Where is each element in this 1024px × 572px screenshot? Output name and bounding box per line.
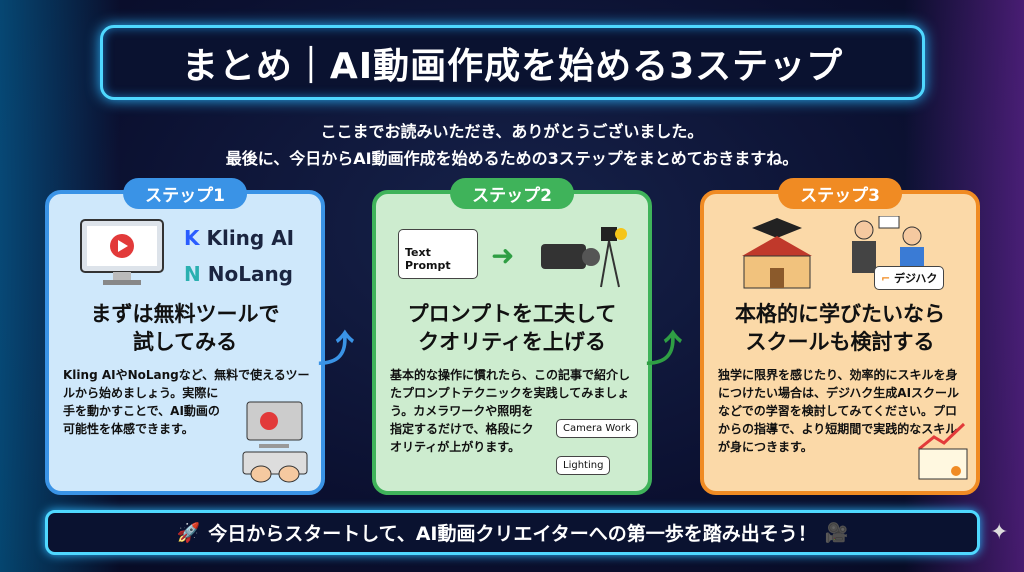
banner-text: 今日からスタートして、AI動画クリエイターへの第一歩を踏み出そう！	[208, 523, 817, 545]
step-3-label: ステップ3	[778, 178, 902, 209]
monitor-play-icon	[80, 219, 164, 285]
school-building-icon	[742, 218, 812, 289]
step-2-heading-1: プロンプトを工夫して	[407, 302, 617, 326]
step-3-heading-1: 本格的に学びたいなら	[735, 302, 945, 326]
movie-camera-icon: 🎥	[824, 522, 849, 544]
dejihaku-logo-icon: ⌐	[881, 272, 895, 285]
teacher-student-icon	[852, 216, 924, 273]
text-prompt-window: Text Prompt	[398, 229, 478, 279]
step-2-heading-2: クオリティを上げる	[418, 330, 606, 354]
lighting-chip: Lighting	[556, 456, 611, 475]
computer-keyboard-icon	[242, 401, 308, 483]
sparkle-icon: ✦	[990, 520, 1009, 545]
nolang-logo-icon: N	[184, 262, 201, 286]
camera-work-chip: Camera Work	[556, 419, 638, 438]
step-1-heading-2: 試してみる	[132, 330, 238, 354]
step-2-to-3-arrow-icon: ⤴	[646, 329, 683, 370]
step-1-heading-1: まずは無料ツールで	[90, 302, 280, 326]
step-3-body: 独学に限界を感じたり、効率的にスキルを身につけたい場合は、デジハク生成AIスクー…	[718, 368, 960, 454]
step-2-body-container: 基本的な操作に慣れたら、この記事で紹介したプロンプトテクニックを実践してみましょ…	[390, 366, 640, 496]
certificate-growth-icon	[918, 422, 968, 480]
step-2-card: ステップ2 Text Prompt ➜ プロンプトを工夫してクオリティを上げる …	[372, 178, 652, 496]
step-3-heading-2: スクールも検討する	[745, 330, 935, 354]
step-3-card: ステップ3 ⌐ デジハク 本格的に学びたいならスクールも検討する 独学に限界を感…	[700, 178, 980, 495]
step-1-to-2-arrow-icon: ⤴	[318, 329, 355, 370]
rocket-icon: 🚀	[176, 522, 201, 544]
page-title: まとめ｜AI動画作成を始める3ステップ	[100, 25, 925, 100]
kling-logo-icon: K	[184, 226, 200, 250]
dejihaku-badge: ⌐ デジハク	[874, 266, 945, 290]
step-1-card: ステップ1 K Kling AI N NoLang まずは無料ツールで試してみる…	[45, 178, 325, 495]
nolang-logo-text: NoLang	[207, 262, 293, 286]
step-2-label: ステップ2	[450, 178, 574, 209]
step-1-label: ステップ1	[123, 178, 247, 209]
step-1-body-container: Kling AIやNoLangなど、無料で使えるツールから始めましょう。実際に手…	[63, 366, 313, 504]
call-to-action-banner: 🚀 今日からスタートして、AI動画クリエイターへの第一歩を踏み出そう！ 🎥	[45, 510, 980, 555]
dejihaku-badge-text: デジハク	[894, 272, 938, 285]
step-1-body: Kling AIやNoLangなど、無料で使えるツールから始めましょう。実際に手…	[63, 368, 310, 436]
arrow-right-icon: ➜	[491, 239, 515, 272]
intro-line-1: ここまでお読みいただき、ありがとうございました。	[320, 122, 704, 141]
intro-line-2: 最後に、今日からAI動画作成を始めるための3ステップをまとめておきますね。	[225, 149, 799, 168]
kling-logo-text: Kling AI	[206, 226, 295, 250]
step-2-body: 基本的な操作に慣れたら、この記事で紹介したプロンプトテクニックを実践してみましょ…	[390, 368, 631, 454]
video-camera-icon	[541, 227, 627, 288]
